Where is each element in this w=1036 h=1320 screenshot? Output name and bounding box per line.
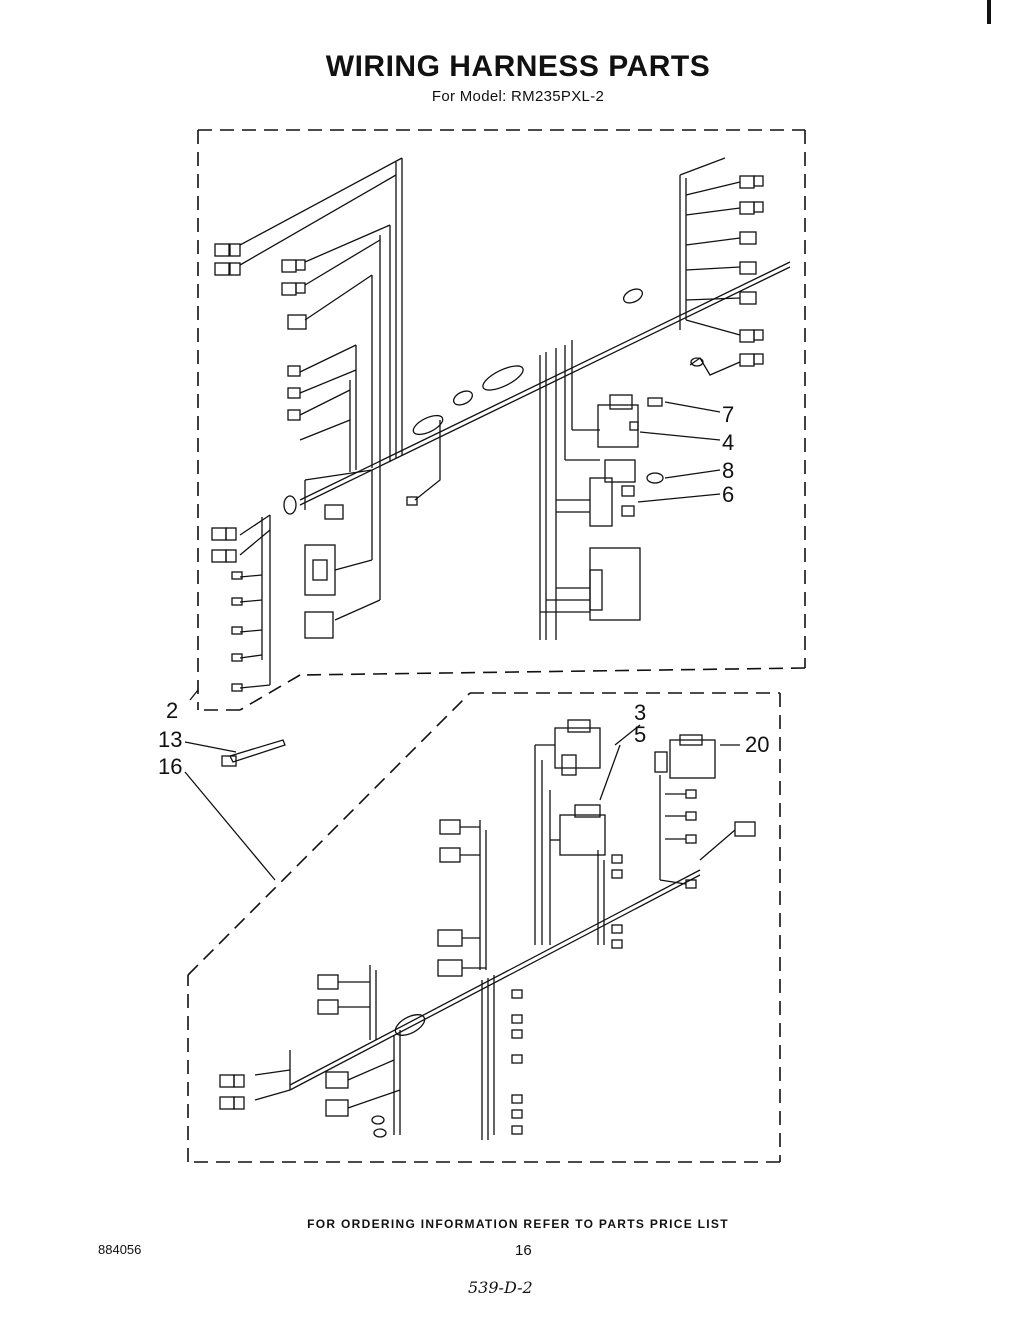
- page-title: WIRING HARNESS PARTS: [325, 50, 711, 83]
- lower-harness-boundary: [187, 692, 781, 1163]
- ordering-info-footer: FOR ORDERING INFORMATION REFER TO PARTS …: [307, 1217, 729, 1231]
- document-number: 884056: [98, 1242, 142, 1257]
- callout-5: 5: [634, 722, 647, 747]
- callout-20: 20: [745, 732, 770, 757]
- callout-7: 7: [722, 402, 735, 427]
- callout-8: 8: [722, 458, 735, 483]
- callout-4: 4: [722, 430, 735, 455]
- upper-harness-boundary: [197, 129, 806, 711]
- upper-harness: [211, 157, 791, 692]
- callout-16: 16: [158, 754, 183, 779]
- lower-harness: [184, 719, 756, 1140]
- callout-3: 3: [634, 700, 647, 725]
- model-subtitle: For Model: RM235PXL-2: [431, 88, 605, 105]
- upper-leaders: [189, 401, 721, 701]
- callout-2: 2: [166, 698, 179, 723]
- callout-6: 6: [722, 482, 735, 507]
- callout-13: 13: [158, 727, 183, 752]
- page-edge-mark: [987, 0, 991, 24]
- page-number: 16: [515, 1242, 532, 1259]
- handwritten-note: 539-D-2: [468, 1278, 533, 1297]
